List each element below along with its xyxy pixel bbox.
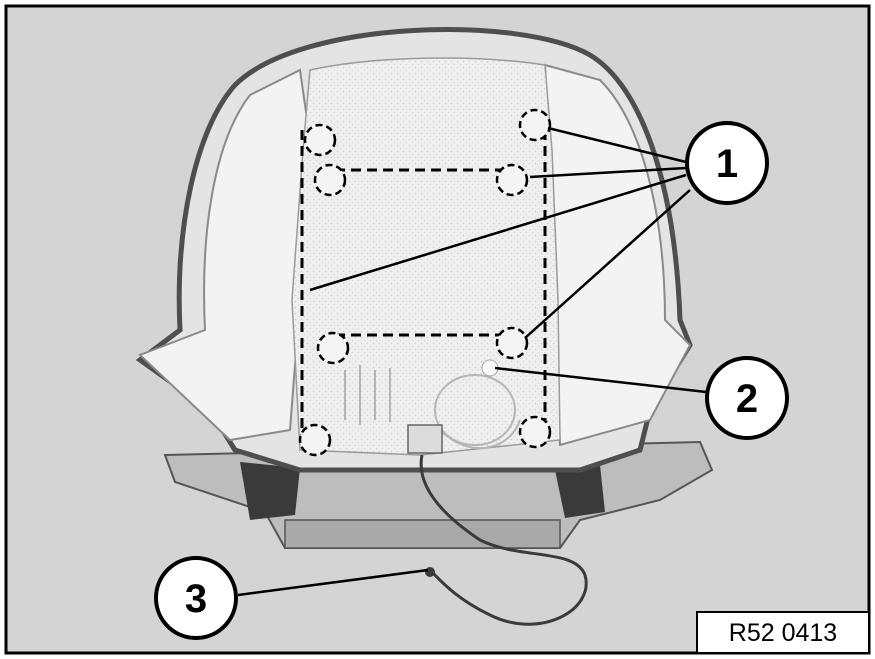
connecting-cable bbox=[419, 454, 588, 626]
callout-1: 1 bbox=[685, 121, 769, 205]
backrest-padding bbox=[291, 57, 561, 456]
reference-code: R52 0413 bbox=[729, 619, 837, 647]
heating-element-wires bbox=[344, 365, 521, 449]
clip bbox=[495, 163, 529, 197]
clip bbox=[495, 326, 529, 360]
leader-lines bbox=[237, 126, 707, 597]
seat-base-left-bracket bbox=[240, 462, 300, 520]
reference-code-box: R52 0413 bbox=[696, 611, 870, 654]
seat-base-rail bbox=[284, 519, 561, 549]
clip bbox=[313, 163, 347, 197]
callout-3-label: 3 bbox=[185, 577, 207, 621]
seat-base-right-bracket bbox=[555, 465, 605, 518]
fastening-clips bbox=[298, 108, 552, 457]
heating-mat-outline bbox=[300, 130, 547, 440]
clip bbox=[298, 423, 332, 457]
callout-3: 3 bbox=[154, 556, 238, 640]
callout-2-label: 2 bbox=[736, 377, 758, 421]
connector-block bbox=[407, 424, 443, 454]
clip bbox=[518, 415, 552, 449]
clip bbox=[316, 331, 350, 365]
cable-plug bbox=[425, 567, 435, 577]
clip bbox=[303, 123, 337, 157]
callout-1-label: 1 bbox=[716, 142, 738, 186]
callout-2: 2 bbox=[705, 356, 789, 440]
clip bbox=[518, 108, 552, 142]
